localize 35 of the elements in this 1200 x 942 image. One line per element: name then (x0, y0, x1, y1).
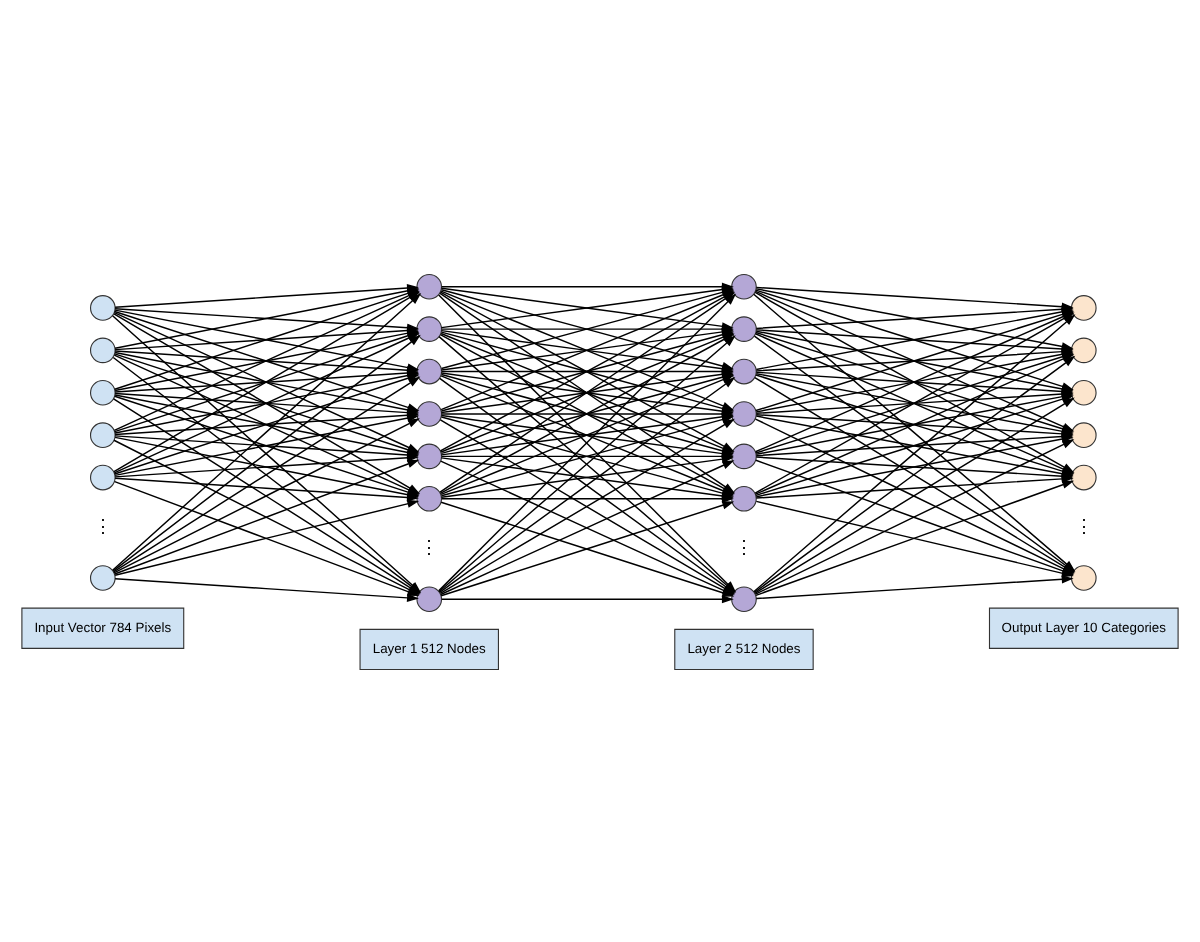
node-circle (90, 564, 116, 590)
node-circle (416, 400, 443, 426)
node-circle (416, 357, 443, 384)
node-circle (731, 272, 757, 299)
node-circle (90, 294, 116, 320)
node-circle (90, 378, 116, 405)
node-circle (731, 484, 757, 511)
label: ⋮ (93, 515, 112, 536)
node-circle (1070, 564, 1097, 590)
node-circle (416, 442, 443, 469)
node-circle (731, 442, 757, 469)
node-circle (90, 421, 116, 447)
node-circle (731, 585, 757, 612)
node-circle (1070, 463, 1097, 490)
node-circle (416, 272, 443, 299)
node-circle (1070, 336, 1097, 363)
node-circle (1070, 378, 1097, 405)
label: ⋮ (420, 536, 439, 557)
arrow (755, 574, 1074, 599)
node-circle (416, 484, 443, 511)
node-circle (731, 357, 757, 384)
arrow (114, 452, 419, 477)
label: ⋮ (1074, 515, 1093, 536)
node-circle (1070, 421, 1097, 447)
node-circle (416, 315, 443, 341)
node-circle (90, 336, 116, 363)
arrow (441, 594, 734, 603)
arrow (114, 498, 420, 576)
node-circle (731, 315, 757, 341)
label: ⋮ (734, 536, 753, 557)
arrow (441, 493, 734, 502)
node-circle (90, 463, 116, 490)
node-circle (416, 585, 443, 612)
node-circle (731, 400, 757, 426)
node-circle (1070, 294, 1097, 320)
